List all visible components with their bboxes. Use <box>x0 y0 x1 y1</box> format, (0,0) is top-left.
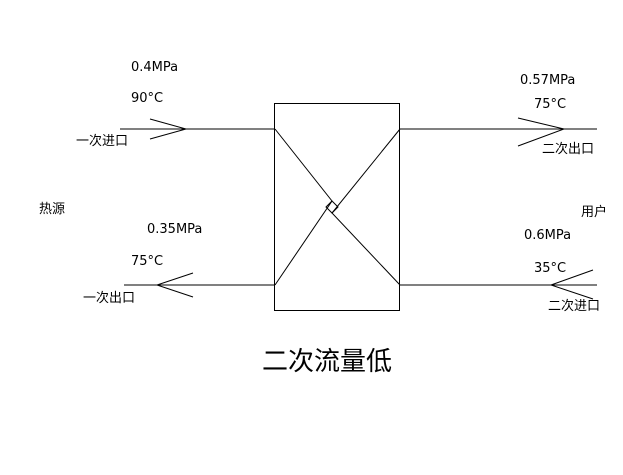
secondary-outlet-arrow <box>517 117 566 147</box>
secondary-outlet-temperature: 75°C <box>534 97 567 112</box>
heat-source-label: 热源 <box>39 202 66 217</box>
primary-outlet-pressure: 0.35MPa <box>147 222 203 237</box>
primary-inlet-label: 一次进口 <box>76 134 129 149</box>
diagram-title: 二次流量低 <box>262 347 393 377</box>
primary-outlet-arrow <box>155 272 194 298</box>
primary-inlet-temperature: 90°C <box>131 91 164 106</box>
heat-exchanger-box <box>274 103 400 311</box>
secondary-outlet-label: 二次出口 <box>542 142 595 157</box>
secondary-flow-path <box>331 128 401 286</box>
primary-outlet-label: 一次出口 <box>83 291 136 306</box>
primary-outlet-temperature: 75°C <box>131 254 164 269</box>
primary-flow-path <box>274 128 333 286</box>
primary-inlet-arrow <box>149 118 188 140</box>
primary-inlet-pressure: 0.4MPa <box>131 60 179 75</box>
user-label: 用户 <box>581 205 608 220</box>
secondary-inlet-temperature: 35°C <box>534 261 567 276</box>
secondary-inlet-arrow <box>549 269 594 300</box>
secondary-inlet-label: 二次进口 <box>548 299 601 314</box>
secondary-outlet-pressure: 0.57MPa <box>520 73 576 88</box>
secondary-inlet-pressure: 0.6MPa <box>524 228 572 243</box>
crossing-diamond <box>325 200 339 214</box>
